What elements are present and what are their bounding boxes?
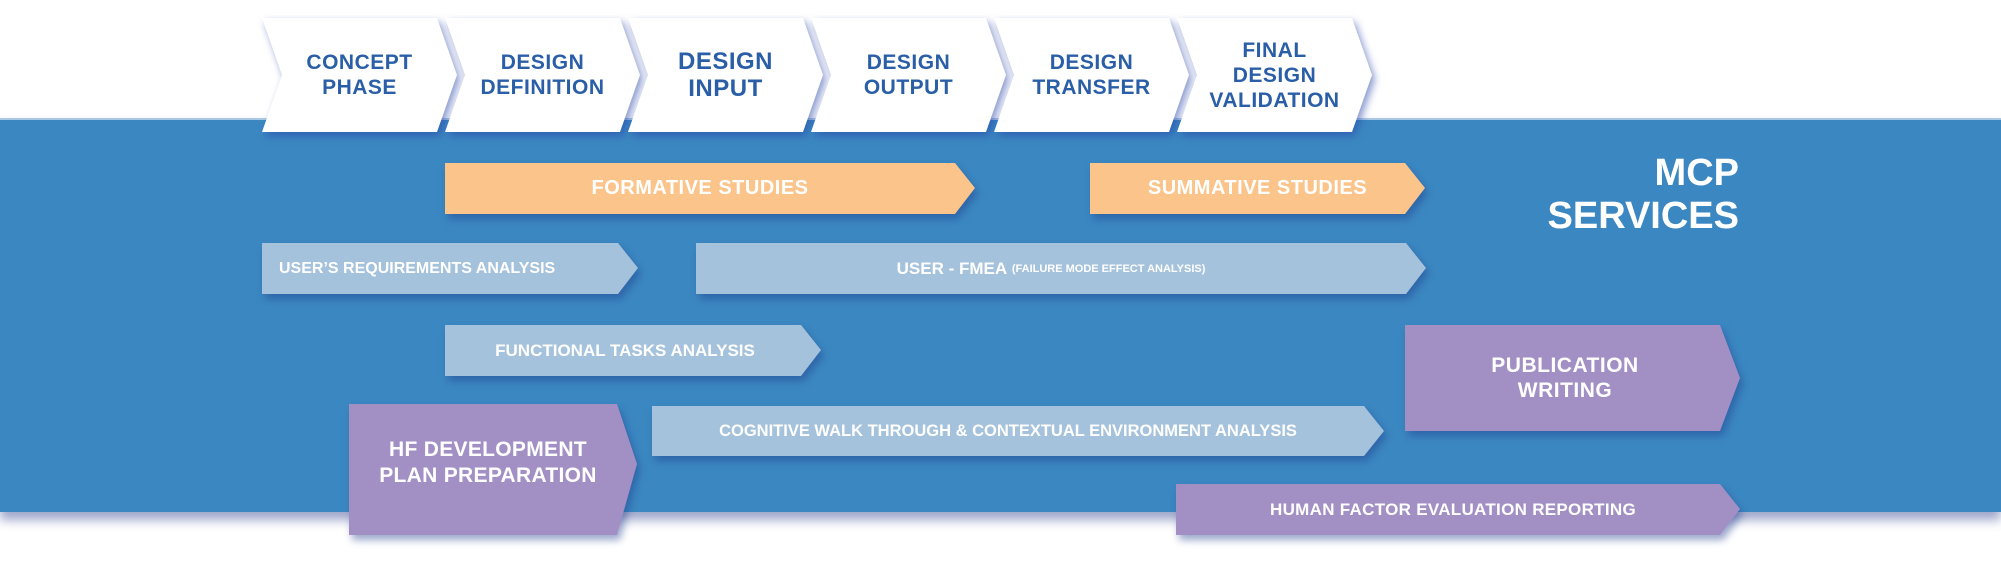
bar-label: HUMAN FACTOR EVALUATION REPORTING: [1270, 499, 1636, 519]
bar-summative-studies: SUMMATIVE STUDIES: [1090, 163, 1425, 214]
phase-label: DESIGN OUTPUT: [863, 51, 954, 99]
bar-label: HF DEVELOPMENT PLAN PREPARATION: [379, 437, 597, 487]
user-fmea-label: USER - FMEA: [896, 258, 1008, 278]
phase-design-input: DESIGN INPUT: [628, 18, 823, 132]
phase-design-definition: DESIGN DEFINITION: [445, 18, 640, 132]
bar-label: FORMATIVE STUDIES: [591, 177, 809, 199]
bar-label: COGNITIVE WALK THROUGH & CONTEXTUAL ENVI…: [719, 421, 1297, 440]
bar-cognitive-walk-through: COGNITIVE WALK THROUGH & CONTEXTUAL ENVI…: [652, 406, 1384, 456]
phase-label: DESIGN DEFINITION: [480, 51, 605, 99]
bar-human-factor-evaluation-reporting: HUMAN FACTOR EVALUATION REPORTING: [1176, 484, 1740, 535]
bar-formative-studies: FORMATIVE STUDIES: [445, 163, 975, 214]
bar-label: FUNCTIONAL TASKS ANALYSIS: [495, 340, 755, 360]
bar-label: USER’S REQUIREMENTS ANALYSIS: [279, 259, 556, 277]
bar-publication-writing: PUBLICATION WRITING: [1405, 325, 1740, 431]
user-fmea-sublabel: (FAILURE MODE EFFECT ANALYSIS): [1011, 262, 1206, 275]
phase-design-transfer: DESIGN TRANSFER: [994, 18, 1189, 132]
bar-users-requirements-analysis: USER’S REQUIREMENTS ANALYSIS: [262, 243, 638, 294]
phase-label: CONCEPT PHASE: [306, 51, 413, 99]
bar-user-fmea: USER - FMEA (FAILURE MODE EFFECT ANALYSI…: [696, 243, 1426, 294]
phase-label: FINAL DESIGN VALIDATION: [1209, 38, 1340, 112]
bar-label: USER - FMEA (FAILURE MODE EFFECT ANALYSI…: [696, 243, 1406, 294]
bar-functional-tasks-analysis: FUNCTIONAL TASKS ANALYSIS: [445, 325, 821, 376]
phase-label: DESIGN TRANSFER: [1032, 51, 1151, 99]
phase-concept: CONCEPT PHASE: [262, 18, 457, 132]
mcp-services-title: MCP SERVICES: [1547, 152, 1739, 237]
bar-label: SUMMATIVE STUDIES: [1147, 177, 1368, 199]
bar-hf-development-plan-preparation: HF DEVELOPMENT PLAN PREPARATION: [349, 404, 637, 535]
bar-label: PUBLICATION WRITING: [1491, 354, 1639, 402]
phase-label: DESIGN INPUT: [677, 48, 773, 102]
phase-design-output: DESIGN OUTPUT: [811, 18, 1006, 132]
phase-final-design-validation: FINAL DESIGN VALIDATION: [1177, 18, 1372, 132]
